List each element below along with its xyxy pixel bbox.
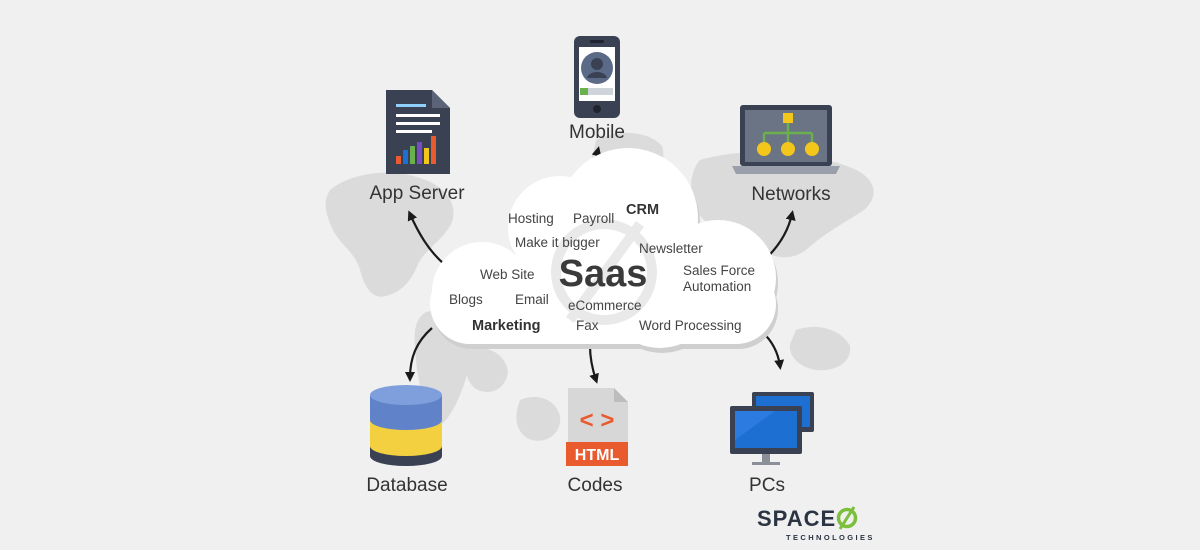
code-glyph: < > [580, 407, 615, 434]
cloud-word-sales-force: Sales Force [683, 263, 755, 278]
codes-label: Codes [568, 475, 623, 496]
html-file-icon: < > HTML [566, 388, 628, 466]
node-pcs: PCs [730, 392, 814, 496]
saas-title: Saas [559, 253, 648, 295]
database-icon [370, 385, 442, 466]
watermark-logo [551, 219, 657, 325]
node-database: Database [366, 385, 448, 496]
node-app-server: App Server [369, 90, 465, 204]
cloud-word-blogs: Blogs [449, 292, 483, 307]
html-badge: HTML [575, 447, 620, 464]
cloud-word-make-it-bigger: Make it bigger [515, 235, 600, 250]
cloud-word-word-processing: Word Processing [639, 318, 742, 333]
cloud-word-newsletter: Newsletter [639, 241, 703, 256]
networks-label: Networks [751, 184, 830, 205]
node-networks: Networks [732, 105, 840, 205]
brand-logo: SPACE TECHNOLOGIES [757, 506, 875, 542]
cloud-word-payroll: Payroll [573, 211, 614, 226]
arrow-to-app-server [407, 210, 445, 265]
monitors-icon [730, 392, 814, 465]
app-server-label: App Server [369, 183, 465, 204]
cloud-word-marketing: Marketing [472, 318, 541, 334]
arrow-to-database [405, 327, 433, 382]
mobile-phone-icon [574, 36, 620, 118]
cloud-word-ecommerce: eCommerce [568, 298, 642, 313]
node-mobile: Mobile [569, 36, 625, 143]
database-label: Database [366, 475, 447, 496]
mobile-label: Mobile [569, 122, 625, 143]
brand-o-icon [836, 506, 858, 530]
arrow-to-codes [588, 345, 599, 384]
cloud-word-hosting: Hosting [508, 211, 554, 226]
brand-tagline: TECHNOLOGIES [786, 533, 875, 542]
brand-name: SPACE [757, 506, 836, 531]
document-chart-icon [386, 90, 450, 174]
cloud-word-automation: Automation [683, 279, 751, 294]
pcs-label: PCs [749, 475, 785, 496]
saas-cloud: Saas Hosting Payroll CRM Make it bigger … [430, 148, 778, 353]
cloud-word-crm: CRM [626, 202, 659, 218]
cloud-word-fax: Fax [576, 318, 599, 333]
laptop-network-icon [732, 105, 840, 174]
cloud-word-email: Email [515, 292, 549, 307]
node-codes: < > HTML Codes [566, 388, 628, 496]
cloud-word-web-site: Web Site [480, 267, 535, 282]
